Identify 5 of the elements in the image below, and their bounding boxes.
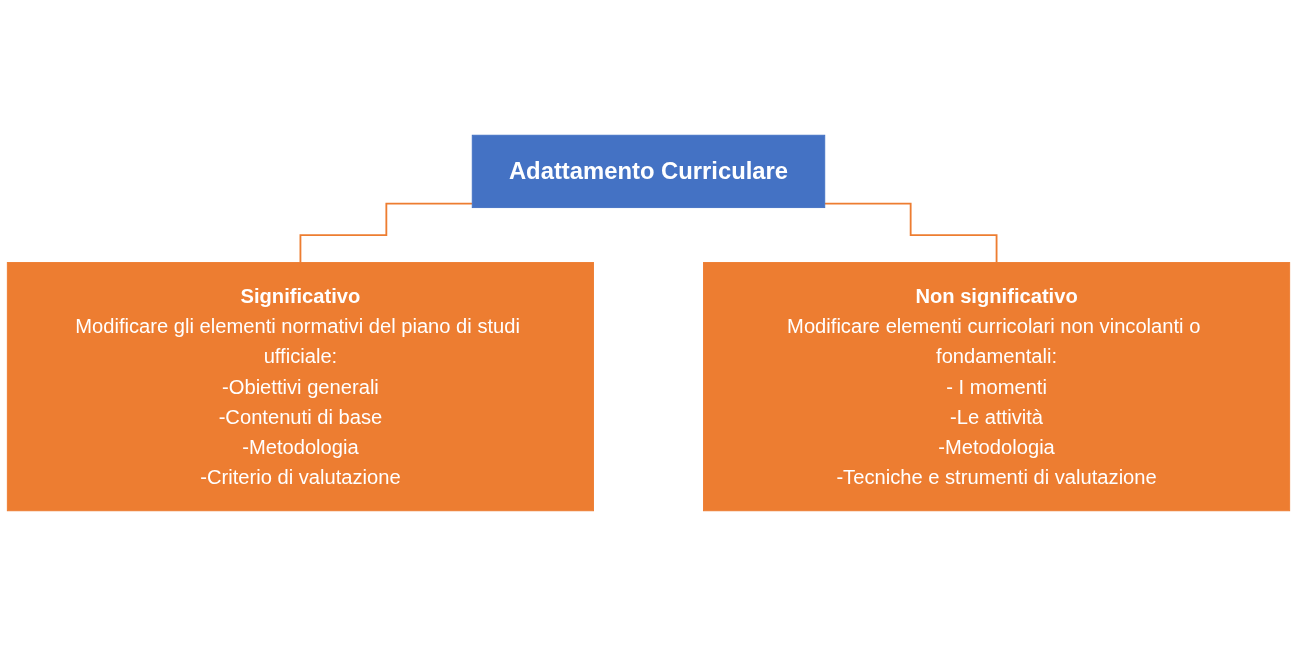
- node-box: Non significativo Modificare elementi curricolari non vincolanti o fondamentali: - I momenti -Le attività -Metodologia -Tecniche e strumenti di valutazione: [703, 262, 1291, 512]
- connector: [823, 202, 998, 264]
- node-box: Adattamento Curriculare: [471, 134, 826, 209]
- connector: [299, 202, 474, 264]
- node-box: Significativo Modificare gli elementi normativi del piano di studi ufficiale: -Obiettivi generali -Contenuti di base -Metodologia -Criterio di valutazione: [6, 262, 594, 512]
